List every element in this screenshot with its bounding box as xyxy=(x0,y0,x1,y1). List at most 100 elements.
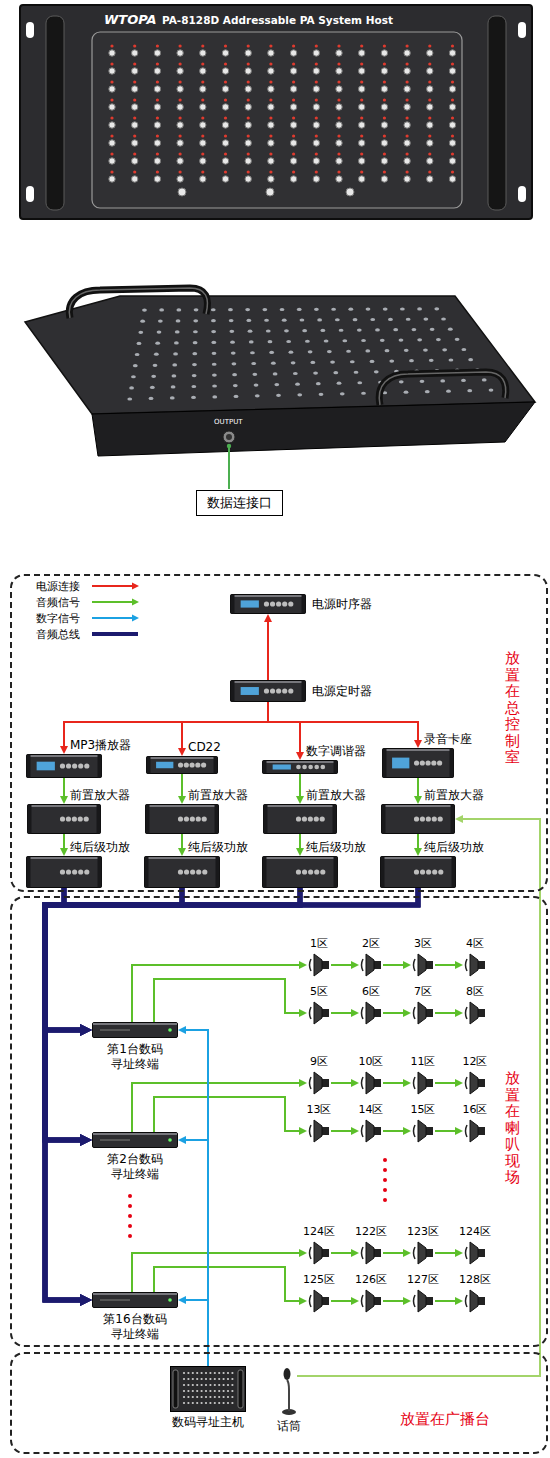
device-highlight xyxy=(231,681,305,683)
led xyxy=(292,80,295,83)
location-region: 放置在喇叭现场第1台数码 寻址终端1区2区3区4区5区6区7区8区第2台数码 寻… xyxy=(10,896,548,1347)
zone-button xyxy=(404,122,410,128)
led xyxy=(451,62,454,65)
zone-speaker: 13区 xyxy=(308,1118,330,1144)
speaker-cone xyxy=(366,954,374,976)
device-label: 数字调谐器 xyxy=(306,744,366,758)
device-knob xyxy=(420,816,425,821)
device-knob xyxy=(426,869,431,874)
device-body xyxy=(381,857,456,888)
connector xyxy=(45,888,418,1140)
led xyxy=(110,134,113,137)
host-button xyxy=(209,1384,211,1386)
power-amplifier: 纯后级功放 xyxy=(262,856,338,888)
rack-ear xyxy=(334,857,338,888)
dot xyxy=(128,1214,132,1218)
device-knob xyxy=(202,816,207,821)
panel-hole xyxy=(375,328,380,331)
panel-hole xyxy=(191,385,196,388)
host-button xyxy=(231,1402,233,1404)
device-label: 第16台数码 寻址终端 xyxy=(103,1312,167,1342)
sound-arc xyxy=(362,1125,364,1137)
speaker-cone xyxy=(366,1002,374,1024)
speaker-cone xyxy=(366,1072,374,1094)
connector xyxy=(435,1300,455,1302)
device-knob xyxy=(202,869,207,874)
host-button xyxy=(196,1384,198,1386)
panel-hole xyxy=(324,339,329,342)
zone-button xyxy=(222,176,228,182)
panel-hole xyxy=(297,308,302,311)
zone-speaker: 1区 xyxy=(308,952,330,978)
panel-hole xyxy=(404,391,409,394)
zone-button xyxy=(404,104,410,110)
panel-hole xyxy=(430,328,435,331)
speaker-magnet xyxy=(478,1079,485,1087)
rack-ear xyxy=(264,805,268,834)
legend-row: 音频总线 xyxy=(36,626,140,642)
zone-button xyxy=(427,158,433,164)
zone-button xyxy=(427,140,433,146)
zone-button xyxy=(449,140,455,146)
connector xyxy=(45,888,80,1300)
host-button xyxy=(231,1384,233,1386)
led xyxy=(269,44,272,47)
zone-button xyxy=(381,104,387,110)
panel-hole xyxy=(314,308,319,311)
led xyxy=(292,44,295,47)
panel-hole xyxy=(297,393,302,396)
host-button xyxy=(214,1390,216,1392)
legend-arrowhead xyxy=(132,583,139,590)
device-body xyxy=(231,681,306,702)
connector xyxy=(181,774,183,796)
zone-button xyxy=(245,176,251,182)
panel-hole xyxy=(331,308,336,311)
device-knob xyxy=(425,760,430,765)
device-knob xyxy=(60,816,65,821)
panel-hole xyxy=(327,350,332,353)
panel-hole xyxy=(129,386,134,389)
zone-speaker: 3区 xyxy=(412,952,434,978)
panel-hole xyxy=(442,348,447,351)
power-amplifier: 纯后级功放 xyxy=(26,856,102,888)
zone-speaker: 124区 xyxy=(308,1240,330,1266)
data-connector-pin xyxy=(226,434,232,440)
led xyxy=(315,80,318,83)
zone-button xyxy=(381,122,387,128)
sound-arc xyxy=(466,1125,468,1137)
data-connector xyxy=(223,431,235,443)
panel-hole xyxy=(288,351,293,354)
led xyxy=(224,62,227,65)
rack-ear xyxy=(333,805,337,834)
spk-graphic xyxy=(360,952,382,978)
led xyxy=(428,80,431,83)
device-knob xyxy=(314,765,319,770)
panel-hole xyxy=(357,381,362,384)
term-graphic xyxy=(92,1022,178,1038)
zone-speaker: 124区 xyxy=(464,1240,486,1266)
connector xyxy=(383,1130,403,1132)
sound-arc xyxy=(414,1295,416,1307)
host-button xyxy=(196,1402,198,1404)
sound-arc xyxy=(362,1077,364,1089)
legend-line-sample xyxy=(90,613,140,623)
led xyxy=(360,116,363,119)
device-label: 纯后级功放 xyxy=(188,840,248,854)
device-knob xyxy=(288,688,293,693)
speaker-cone xyxy=(314,1072,322,1094)
speaker-magnet xyxy=(322,1079,329,1087)
sound-arc xyxy=(362,1247,364,1259)
zone-label: 10区 xyxy=(359,1055,384,1068)
speaker-cone xyxy=(366,1120,374,1142)
zone-button xyxy=(449,158,455,164)
panel-hole xyxy=(274,383,279,386)
host-button xyxy=(218,1402,220,1404)
connector xyxy=(299,774,301,796)
zone-button xyxy=(268,122,274,128)
panel-hole xyxy=(212,384,217,387)
host-button xyxy=(192,1390,194,1392)
zone-button xyxy=(109,68,115,74)
zone-button xyxy=(359,104,365,110)
zone-button xyxy=(268,104,274,110)
speaker-cone xyxy=(366,1242,374,1264)
